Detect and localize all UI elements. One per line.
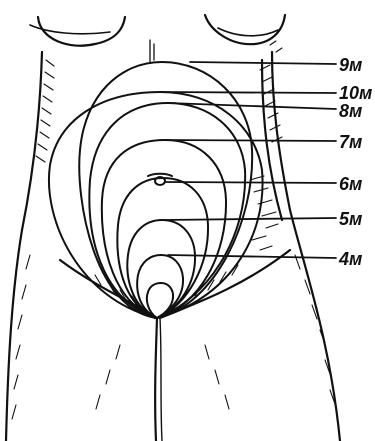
- label-9: 9м: [339, 55, 362, 75]
- leader-lines: [160, 62, 336, 258]
- month-labels: 9м 10м 8м 7м 6м 5м 4м: [338, 55, 372, 269]
- torso-shading: [12, 40, 335, 419]
- label-7: 7м: [339, 132, 362, 152]
- label-6: 6м: [339, 174, 362, 194]
- label-5: 5м: [339, 209, 362, 229]
- fundus-curves: [49, 62, 263, 318]
- curve-8: [89, 103, 245, 318]
- label-10: 10м: [339, 83, 372, 103]
- torso-outline: [6, 15, 340, 441]
- label-4: 4м: [338, 249, 362, 269]
- label-8: 8м: [339, 101, 362, 121]
